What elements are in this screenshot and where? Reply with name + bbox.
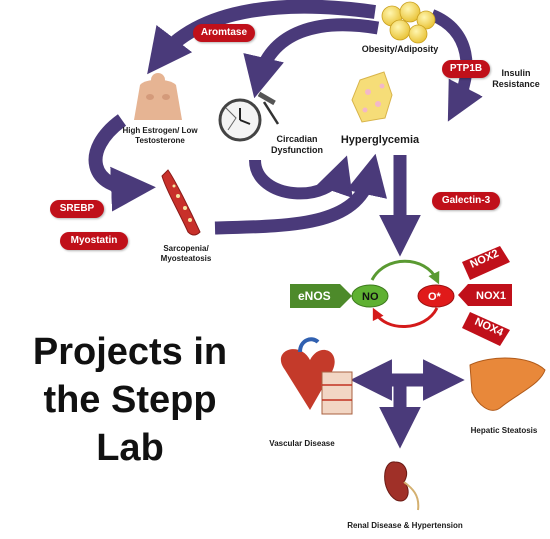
nox1-arrow [458,284,512,306]
kidney-icon [384,461,420,511]
myostatin-pill: Myostatin [60,232,128,250]
muscle-icon [161,169,201,236]
enos-arrow [290,284,352,308]
title-line-1: Projects in [32,331,228,373]
title-line-3: Lab [96,427,164,469]
arrow-sarcopenia-to-hyperglycemia [214,153,387,235]
glucose-crystals-icon [351,71,393,123]
svg-text:eNOS: eNOS [298,289,331,303]
no-node [351,284,389,308]
arrow-circadian-loop [249,155,353,200]
hyperglycemia-label: Hyperglycemia [340,134,420,146]
arrow-obesity-to-insulin [429,9,483,122]
insulin-resistance-label: Insulin Resistance [492,68,540,89]
broken-clock-icon [218,91,280,142]
srebp-pill: SREBP [50,200,104,218]
red-cycle-arrow [372,307,439,328]
arrow-obesity-to-circadian [243,18,380,99]
svg-text:NOX1: NOX1 [476,290,506,302]
hepatic-label: Hepatic Steatosis [470,426,538,435]
superoxide-node [417,284,455,308]
green-cycle-arrow [370,259,440,285]
renal-label: Renal Disease & Hypertension [347,521,463,530]
obesity-label: Obesity/Adiposity [361,44,439,54]
title-line-2: the Stepp [43,379,217,421]
nox4-arrow [462,312,510,346]
male-torso-icon [134,73,182,120]
aromtase-pill: Aromtase [193,24,255,42]
circadian-label: Circadian Dysfunction [270,134,323,155]
liver-icon [469,357,546,411]
arrow-obesity-to-estrogen [147,0,376,75]
galectin-pill: Galectin-3 [432,192,500,210]
fat-cells-icon [381,1,436,44]
svg-text:NO: NO [362,291,379,303]
vascular-label: Vascular Disease [269,439,335,448]
redox-cycle: NOX2 NOX1 NOX4 eNOS NO O* [290,246,512,346]
svg-text:O*: O* [428,291,442,303]
nox2-arrow [462,246,510,280]
sarcopenia-label: Sarcopenia/ Myosteatosis [160,244,212,263]
heart-vessel-icon [280,337,353,415]
ptp1b-pill: PTP1B [442,60,490,78]
estrogen-label: High Estrogen/ Low Testosterone [122,126,198,145]
lab-title: Projects in the Stepp Lab [10,328,250,472]
arrow-estrogen-to-sarcopenia [88,114,156,212]
